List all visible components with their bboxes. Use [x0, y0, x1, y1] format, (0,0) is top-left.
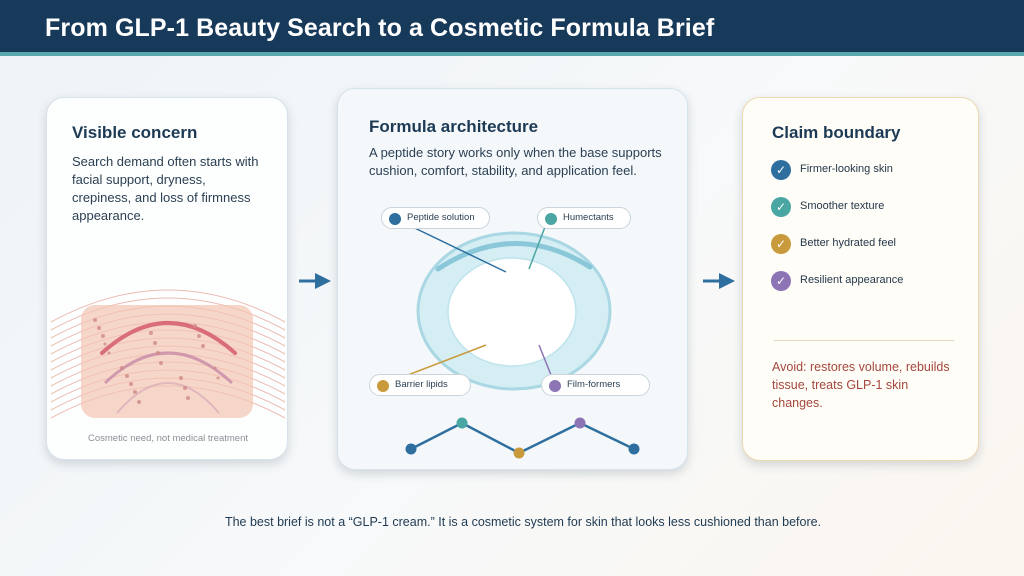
claim-text: Better hydrated feel [800, 237, 897, 249]
formula-architecture-title: Formula architecture [369, 117, 539, 136]
claim-text: Resilient appearance [800, 274, 904, 286]
peptide-dot [389, 213, 401, 225]
visible-concern-title: Visible concern [72, 123, 198, 142]
feel-node-4 [574, 417, 586, 429]
footer-summary: The best brief is not a “GLP-1 cream.” I… [224, 515, 822, 529]
check-icon: ✓ [771, 271, 791, 291]
claim-divider [774, 340, 954, 341]
film-dot [549, 380, 561, 392]
page-title: From GLP-1 Beauty Search to a Cosmetic F… [45, 14, 715, 42]
cushion-arc [435, 241, 593, 272]
concern-caption: Cosmetic need, not medical treatment [88, 433, 248, 444]
feel-node-2 [456, 417, 468, 429]
formula-architecture-card: Formula architecture A peptide story wor… [337, 88, 688, 470]
check-icon: ✓ [771, 197, 791, 217]
feel-node-1 [405, 443, 417, 455]
skin-texture-illustration [50, 289, 286, 419]
visible-concern-card: Visible concern Search demand often star… [46, 97, 288, 460]
peptide-label-text: Peptide solution [407, 212, 475, 223]
check-icon: ✓ [771, 234, 791, 254]
claim-boundary-title: Claim boundary [772, 123, 901, 142]
formula-architecture-text: A peptide story works only when the base… [369, 145, 662, 178]
humectants-dot [545, 213, 557, 225]
inner-core [447, 257, 577, 367]
application-feel-line [410, 421, 635, 455]
check-icon: ✓ [771, 160, 791, 180]
barrier-label-text: Barrier lipids [395, 379, 448, 390]
film-label-text: Film-formers [567, 379, 621, 390]
avoid-claims-text: Avoid: restores volume, rebuilds tissue,… [772, 360, 950, 410]
header-banner: From GLP-1 Beauty Search to a Cosmetic F… [0, 0, 1024, 56]
visible-concern-text: Search demand often starts with facial s… [72, 154, 259, 223]
firmness-arc [100, 321, 237, 355]
lower-arc [116, 382, 220, 414]
claim-text: Smoother texture [800, 200, 885, 212]
feel-node-3 [513, 447, 525, 459]
texture-dots [93, 318, 220, 404]
feel-node-5 [628, 443, 640, 455]
flow-arrow-right-icon [703, 273, 735, 289]
label-barrier-lipids: Barrier lipids [369, 374, 471, 396]
formula-diagram [381, 218, 640, 459]
humectants-label-text: Humectants [563, 212, 614, 223]
claim-text: Firmer-looking skin [800, 163, 893, 175]
label-peptide-solution: Peptide solution [381, 207, 490, 229]
flow-arrow-right-icon [299, 273, 331, 289]
label-film-formers: Film-formers [541, 374, 650, 396]
label-humectants: Humectants [537, 207, 631, 229]
claim-boundary-card: Claim boundary ✓ Firmer-looking skin ✓ S… [742, 97, 979, 461]
mid-arc [103, 351, 234, 385]
barrier-dot [377, 380, 389, 392]
